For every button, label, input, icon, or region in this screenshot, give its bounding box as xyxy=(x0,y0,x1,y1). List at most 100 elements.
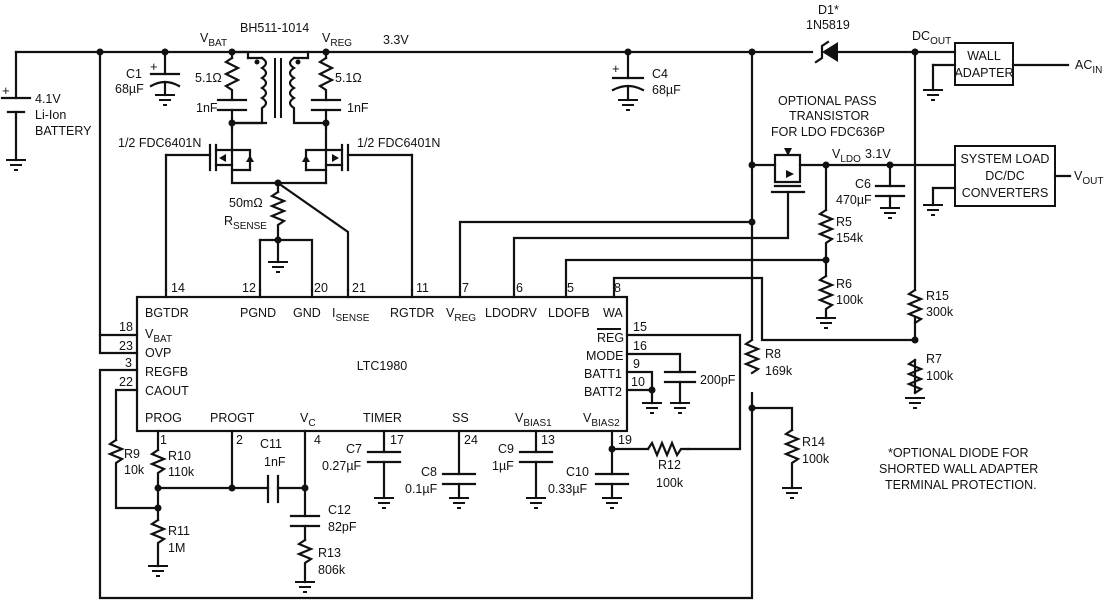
pin-wa: WA xyxy=(603,306,623,320)
pin-pgnd: PGND xyxy=(240,306,276,320)
pin-number-6: 6 xyxy=(516,281,523,295)
cap-1nf-right-value: 1nF xyxy=(347,101,369,115)
wall-adapter-line1: WALL xyxy=(967,49,1001,63)
battery: + 4.1V Li-Ion BATTERY xyxy=(0,83,92,171)
pin-vc: VC xyxy=(300,411,316,429)
ground-icon xyxy=(295,581,315,593)
dcout-label: DCOUT xyxy=(912,29,951,47)
r10-name: R10 xyxy=(168,449,191,463)
ground-icon xyxy=(374,497,394,509)
pin-progt: PROGT xyxy=(210,411,255,425)
pin-number-16: 16 xyxy=(633,339,647,353)
ground-icon xyxy=(618,99,638,111)
pin-number-13: 13 xyxy=(541,433,555,447)
ground-icon xyxy=(670,402,690,414)
r7-value: 100k xyxy=(926,369,954,383)
pin-number-10: 10 xyxy=(631,375,645,389)
ltc1980-chip: LTC1980 14 12 20 21 11 7 6 5 8 BGTDR PGN… xyxy=(119,281,647,447)
pin-number-9: 9 xyxy=(633,357,640,371)
c12-value: 82pF xyxy=(328,520,357,534)
pin-number-18: 18 xyxy=(119,320,133,334)
r51-left-value: 5.1Ω xyxy=(195,71,222,85)
d1-part: 1N5819 xyxy=(806,18,850,32)
wires-right: 200pF xyxy=(458,190,919,451)
diode-d1 xyxy=(814,40,838,64)
mosfet-left: 1/2 FDC6401N xyxy=(118,126,328,292)
r7-name: R7 xyxy=(926,352,942,366)
fet-left-label: 1/2 FDC6401N xyxy=(118,136,201,150)
pin-timer: TIMER xyxy=(363,411,402,425)
r14-value: 100k xyxy=(802,452,830,466)
vldo-voltage: 3.1V xyxy=(865,147,891,161)
c11-value: 1nF xyxy=(264,455,286,469)
battery-voltage: 4.1V xyxy=(35,92,61,106)
resistor-r8-r14: R8 169k R14 100k xyxy=(743,338,830,499)
capacitor-c6: C6 470µF xyxy=(836,163,906,219)
pin-number-24: 24 xyxy=(464,433,478,447)
chip-name: LTC1980 xyxy=(357,359,408,373)
transformer-part: BH511-1014 xyxy=(240,21,309,35)
note-line1: *OPTIONAL DIODE FOR xyxy=(888,446,1029,460)
c11-name: C11 xyxy=(260,437,282,451)
note-line2: SHORTED WALL ADAPTER xyxy=(879,462,1038,476)
pin-ss: SS xyxy=(452,411,469,425)
r5-value: 154k xyxy=(836,231,864,245)
ground-icon xyxy=(642,402,662,414)
ground-icon xyxy=(602,497,622,509)
r12-value: 100k xyxy=(656,476,684,490)
pin-number-22: 22 xyxy=(119,375,133,389)
pin-gnd: GND xyxy=(293,306,321,320)
r11-name: R11 xyxy=(168,524,190,538)
r6-name: R6 xyxy=(836,277,852,291)
rail-voltage-3v3: 3.3V xyxy=(383,33,409,47)
pin-caout: CAOUT xyxy=(145,384,189,398)
pin-number-20: 20 xyxy=(314,281,328,295)
ground-icon xyxy=(923,89,943,101)
pin-vbat: VBAT xyxy=(145,327,172,345)
pin-reg: REG xyxy=(597,331,624,345)
pin-bgtdr: BGTDR xyxy=(145,306,189,320)
pin-ldodrv: LDODRV xyxy=(485,306,538,320)
ground-icon xyxy=(880,207,900,219)
cap-1nf-left-value: 1nF xyxy=(196,101,218,115)
pin-number-2: 2 xyxy=(236,433,243,447)
pin-batt1: BATT1 xyxy=(584,367,622,381)
capacitor-c1: + C1 68µF xyxy=(115,59,181,106)
c10-value: 0.33µF xyxy=(548,482,588,496)
pin-number-14: 14 xyxy=(171,281,185,295)
system-load-box: SYSTEM LOAD DC/DC CONVERTERS VOUT xyxy=(923,145,1103,216)
pin-number-3: 3 xyxy=(125,356,132,370)
r10-value: 110k xyxy=(168,465,195,479)
c4-value: 68µF xyxy=(652,83,681,97)
cap-200pf-value: 200pF xyxy=(700,373,736,387)
c6-name: C6 xyxy=(855,177,871,191)
c7-value: 0.27µF xyxy=(322,459,362,473)
ground-icon xyxy=(526,497,546,509)
vreg-top-label: VREG xyxy=(322,31,352,49)
pin-number-17: 17 xyxy=(390,433,404,447)
r9-value: 10k xyxy=(124,463,145,477)
pin-number-19: 19 xyxy=(618,433,632,447)
r12-name: R12 xyxy=(658,458,681,472)
capacitor-c4: + C4 68µF xyxy=(611,61,681,111)
c9-value: 1µF xyxy=(492,459,514,473)
pin-isense: ISENSE xyxy=(332,306,370,324)
battery-label: BATTERY xyxy=(35,124,92,138)
resistor-r5-r6: R5 154k R6 100k xyxy=(816,163,864,329)
battery-type: Li-Ion xyxy=(35,108,66,122)
r5-name: R5 xyxy=(836,215,852,229)
r13-value: 806k xyxy=(318,563,346,577)
c10-name: C10 xyxy=(566,465,589,479)
fet-right-label: 1/2 FDC6401N xyxy=(357,136,440,150)
c9-name: C9 xyxy=(498,442,514,456)
ground-icon xyxy=(155,94,175,106)
wires-top xyxy=(14,50,1070,600)
svg-text:+: + xyxy=(612,61,620,76)
ground-icon xyxy=(816,317,836,329)
mosfet-right: 1/2 FDC6401N xyxy=(302,126,440,292)
vbat-top-label: VBAT xyxy=(200,31,227,49)
pass-transistor: OPTIONAL PASS TRANSISTOR FOR LDO FDC636P… xyxy=(748,94,957,194)
rsense: 50mΩ RSENSE xyxy=(224,179,350,292)
